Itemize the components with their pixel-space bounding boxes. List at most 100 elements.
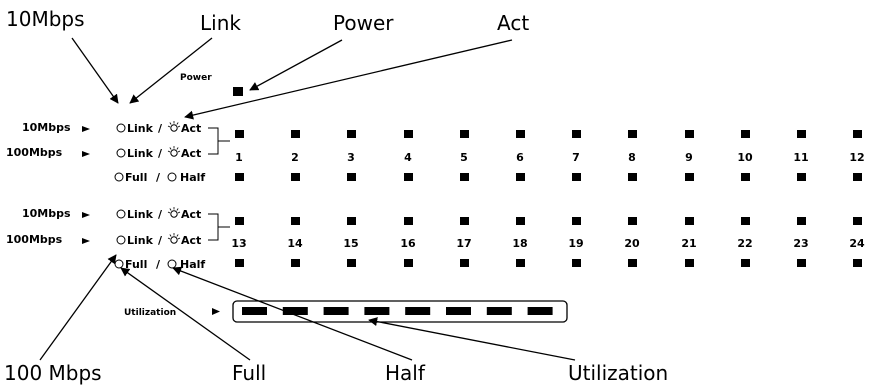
bank1-link-led-port-6 <box>516 130 525 138</box>
bank2-duplex-led-port-18 <box>516 259 525 267</box>
bank1-act-label-100: Act <box>181 147 201 160</box>
bank2-port-number: 16 <box>400 237 416 250</box>
bank2-speed10-arrow <box>82 212 90 218</box>
bank2-speed10-label: 10Mbps <box>22 207 71 220</box>
bank2-duplex-led-port-13 <box>235 259 244 267</box>
bank2-port-number: 14 <box>287 237 303 250</box>
bank1-port-number: 11 <box>793 151 808 164</box>
bank1-port-number: 7 <box>572 151 580 164</box>
bank1-link-led-port-1 <box>235 130 244 138</box>
callout-act: Act <box>497 11 529 35</box>
bank1-link-led-port-5 <box>460 130 469 138</box>
slash: / <box>156 171 161 184</box>
bank1-speed10-label: 10Mbps <box>22 121 71 134</box>
bank2-duplex-led-port-23 <box>797 259 806 267</box>
bank2-port-number: 22 <box>737 237 752 250</box>
bank1-port-number: 10 <box>737 151 753 164</box>
bank2-link-circle-100 <box>116 235 126 245</box>
bank2-full-circle <box>114 259 124 269</box>
bank1-link-led-port-3 <box>347 130 356 138</box>
power-led <box>233 87 243 96</box>
bank2-link-led-port-19 <box>572 217 581 225</box>
slash: / <box>156 258 161 271</box>
bank1-link-circle-100 <box>116 148 126 158</box>
bank1-link-led-port-8 <box>628 130 637 138</box>
bank2-bracket <box>208 213 230 241</box>
utilization-label: Utilization <box>124 308 176 318</box>
utilization-segment <box>364 307 390 315</box>
utilization-segment <box>446 307 471 315</box>
bank2-duplex-led-port-20 <box>628 259 637 267</box>
bank1-port-number: 12 <box>849 151 864 164</box>
bank2-link-led-port-21 <box>685 217 694 225</box>
callout-10mbps: 10Mbps <box>6 7 85 31</box>
pointer-full <box>120 267 251 361</box>
bank2-link-led-port-17 <box>460 217 469 225</box>
slash: / <box>158 234 163 247</box>
bank2-link-label-100: Link <box>127 234 154 247</box>
utilization-segments <box>242 307 553 315</box>
bank2-half-label: Half <box>180 258 205 271</box>
bank1-speed100-label: 100Mbps <box>6 146 63 159</box>
bank1-link-circle-10 <box>116 123 126 133</box>
utilization-segment <box>486 307 512 315</box>
bank1-link-led-port-11 <box>797 130 806 138</box>
bank1-duplex-led-port-7 <box>572 173 581 181</box>
utilization-segment <box>242 307 267 315</box>
bank1-duplex-led-port-1 <box>235 173 244 181</box>
bank2-link-led-port-20 <box>628 217 637 225</box>
pointer-link <box>129 37 213 104</box>
bank1-port-number: 4 <box>404 151 412 164</box>
utilization-segment <box>527 307 553 315</box>
bank2-link-led-port-14 <box>291 217 300 225</box>
bank2-act-sun-icon-10 <box>167 206 181 218</box>
bank2-duplex-led-port-24 <box>853 259 862 267</box>
bank1-duplex-led-port-6 <box>516 173 525 181</box>
bank1-port-number: 2 <box>291 151 299 164</box>
bank1-full-label: Full <box>125 171 147 184</box>
bank1-speed100-arrow <box>82 151 90 157</box>
callout-full: Full <box>232 361 266 385</box>
bank2-link-led-port-18 <box>516 217 525 225</box>
pointer-100mbps <box>39 254 117 361</box>
bank2-link-led-port-24 <box>853 217 862 225</box>
bank1-port-number: 1 <box>235 151 243 164</box>
bank1-link-led-port-9 <box>685 130 694 138</box>
utilization-meter-frame <box>232 300 568 323</box>
bank1-duplex-led-port-9 <box>685 173 694 181</box>
bank2-speed100-arrow <box>82 238 90 244</box>
bank2-duplex-led-port-19 <box>572 259 581 267</box>
bank1-port-number: 3 <box>347 151 355 164</box>
bank1-act-sun-icon-100 <box>167 145 181 157</box>
bank2-link-led-port-16 <box>404 217 413 225</box>
bank2-link-led-port-15 <box>347 217 356 225</box>
bank1-link-led-port-10 <box>741 130 750 138</box>
bank2-duplex-led-port-22 <box>741 259 750 267</box>
bank2-act-label-100: Act <box>181 234 201 247</box>
bank2-duplex-led-port-14 <box>291 259 300 267</box>
utilization-arrow <box>212 308 220 315</box>
bank1-link-led-port-4 <box>404 130 413 138</box>
bank1-port-number: 9 <box>685 151 693 164</box>
bank1-half-label: Half <box>180 171 205 184</box>
bank1-duplex-led-port-4 <box>404 173 413 181</box>
slash: / <box>158 147 163 160</box>
bank1-link-led-port-12 <box>853 130 862 138</box>
bank1-half-circle <box>167 172 177 182</box>
callout-100mbps: 100 Mbps <box>4 361 102 385</box>
bank2-link-led-port-13 <box>235 217 244 225</box>
bank2-port-number: 20 <box>624 237 640 250</box>
callout-half: Half <box>385 361 426 385</box>
bank2-port-number: 18 <box>512 237 527 250</box>
slash: / <box>158 208 163 221</box>
bank2-duplex-led-port-17 <box>460 259 469 267</box>
callout-power: Power <box>333 11 394 35</box>
bank2-duplex-led-port-15 <box>347 259 356 267</box>
bank1-bracket <box>208 127 230 155</box>
bank1-duplex-led-port-8 <box>628 173 637 181</box>
bank1-act-label-10: Act <box>181 122 201 135</box>
bank2-port-number: 13 <box>231 237 246 250</box>
